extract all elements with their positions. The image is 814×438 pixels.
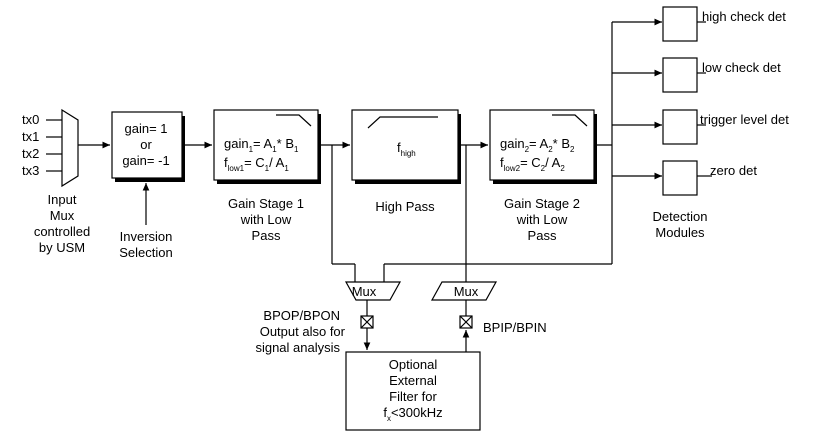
high-pass-f: fhigh bbox=[397, 140, 416, 158]
detection-module-label: trigger level det bbox=[700, 112, 789, 127]
lowpass-symbol bbox=[552, 114, 588, 127]
input-label: tx3 bbox=[22, 163, 39, 178]
detection-module-box bbox=[662, 57, 698, 93]
pin-icon bbox=[360, 315, 374, 329]
svg-text:Output also for: Output also for bbox=[260, 324, 346, 339]
svg-text:controlled: controlled bbox=[34, 224, 90, 239]
svg-text:Gain Stage 2: Gain Stage 2 bbox=[504, 196, 580, 211]
input-lines bbox=[46, 119, 62, 172]
bpop-label: BPOP/BPON Output also for signal analysi… bbox=[255, 308, 345, 355]
external-filter-label: Optional External Filter for fx<300kHz bbox=[383, 357, 442, 423]
svg-text:Inversion: Inversion bbox=[120, 229, 173, 244]
gain-stage-2-block bbox=[489, 109, 595, 181]
inversion-label: Inversion Selection bbox=[119, 229, 172, 260]
high-pass-label: High Pass bbox=[375, 199, 435, 214]
highpass-symbol bbox=[367, 116, 438, 129]
svg-text:Optional: Optional bbox=[389, 357, 438, 372]
gain-stage-2-label: Gain Stage 2 with Low Pass bbox=[504, 196, 580, 243]
sign-gain-neg: gain= -1 bbox=[122, 153, 169, 168]
detection-module-label: low check det bbox=[702, 60, 781, 75]
high-pass-block bbox=[351, 109, 459, 181]
pin-icon bbox=[459, 315, 473, 329]
sign-or: or bbox=[140, 137, 152, 152]
input-labels: tx0 tx1 tx2 tx3 bbox=[22, 112, 39, 178]
gain-stage-1-flow: flow1= C1/ A1 bbox=[224, 155, 289, 173]
detection-label: Detection Modules bbox=[653, 209, 708, 240]
input-label: tx2 bbox=[22, 146, 39, 161]
external-filter-block bbox=[345, 351, 481, 431]
bpip-label: BPIP/BPIN bbox=[483, 320, 547, 335]
svg-text:Selection: Selection bbox=[119, 245, 172, 260]
svg-text:with Low: with Low bbox=[240, 212, 292, 227]
input-label: tx0 bbox=[22, 112, 39, 127]
svg-text:Pass: Pass bbox=[252, 228, 281, 243]
svg-text:Pass: Pass bbox=[528, 228, 557, 243]
svg-text:Gain Stage 1: Gain Stage 1 bbox=[228, 196, 304, 211]
gain-stage-2-formula: gain2= A2* B2 bbox=[500, 136, 575, 154]
input-mux-label: Input Mux controlled by USM bbox=[34, 192, 90, 255]
svg-text:with Low: with Low bbox=[516, 212, 568, 227]
svg-text:Input: Input bbox=[48, 192, 77, 207]
svg-text:Mux: Mux bbox=[50, 208, 75, 223]
svg-text:Filter for: Filter for bbox=[389, 389, 437, 404]
detection-module-box bbox=[662, 160, 698, 196]
detection-module-box bbox=[662, 109, 698, 145]
svg-text:External: External bbox=[389, 373, 437, 388]
gain-stage-2-flow: flow2= C2/ A2 bbox=[500, 155, 565, 173]
detection-module-box bbox=[662, 6, 698, 42]
svg-text:Modules: Modules bbox=[655, 225, 705, 240]
svg-text:BPOP/BPON: BPOP/BPON bbox=[263, 308, 340, 323]
svg-text:Detection: Detection bbox=[653, 209, 708, 224]
sign-block bbox=[111, 111, 183, 179]
detection-module-label: high check det bbox=[702, 9, 786, 24]
input-mux-shape bbox=[61, 108, 79, 188]
gain-stage-1-label: Gain Stage 1 with Low Pass bbox=[228, 196, 304, 243]
mux-left-label: Mux bbox=[352, 284, 377, 299]
svg-text:fx<300kHz: fx<300kHz bbox=[383, 405, 442, 423]
gain-stage-1-formula: gain1= A1* B1 bbox=[224, 136, 299, 154]
sign-gain-pos: gain= 1 bbox=[124, 121, 167, 136]
detection-module-label: zero det bbox=[710, 163, 757, 178]
svg-text:signal analysis: signal analysis bbox=[255, 340, 340, 355]
lowpass-symbol bbox=[276, 114, 312, 127]
gain-stage-1-block bbox=[213, 109, 319, 181]
mux-right-shape bbox=[430, 281, 498, 301]
mux-right-label: Mux bbox=[454, 284, 479, 299]
input-label: tx1 bbox=[22, 129, 39, 144]
svg-text:by USM: by USM bbox=[39, 240, 85, 255]
mux-left-shape bbox=[344, 281, 402, 301]
